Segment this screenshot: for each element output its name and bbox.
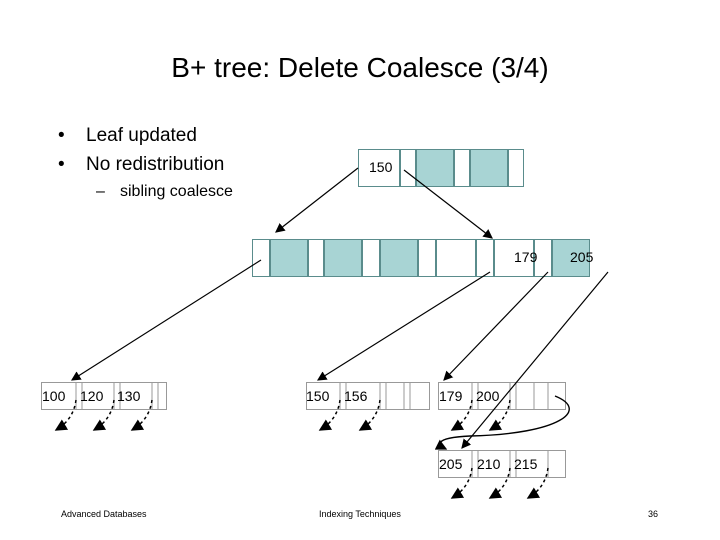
leaf-key: 130 — [117, 388, 141, 404]
root-node — [358, 149, 524, 187]
leaf-node — [438, 450, 566, 478]
leaf-node — [306, 382, 430, 410]
root-pointer-cell — [400, 149, 416, 187]
internal-key-cell — [270, 239, 308, 277]
internal-pointer-cell — [252, 239, 270, 277]
internal-key-cell — [436, 239, 476, 277]
leaf-cell-dividers — [75, 382, 549, 478]
bullet-dot: • — [58, 125, 65, 146]
internal-node — [252, 239, 590, 277]
leaf-node — [438, 382, 566, 410]
leaf-key: 215 — [514, 456, 538, 472]
root-pointer-cell — [454, 149, 470, 187]
bullet-dot: • — [58, 154, 65, 175]
bullet-no-redistribution: • No redistribution — [58, 154, 224, 176]
leaf-frame — [438, 450, 566, 478]
internal-key-cell — [552, 239, 590, 277]
root-pointer-cell — [508, 149, 524, 187]
leaf-key: 200 — [476, 388, 500, 404]
leaf-key: 150 — [306, 388, 330, 404]
root-left-pointer — [275, 167, 359, 233]
sub-bullet-sibling-coalesce: –sibling coalesce — [96, 183, 233, 201]
root-key-cell — [416, 149, 454, 187]
internal-pointer-cell — [476, 239, 494, 277]
slide-title: B+ tree: Delete Coalesce (3/4) — [171, 52, 549, 83]
internal-key-cell — [380, 239, 418, 277]
internal-key-cell — [324, 239, 362, 277]
leaf-frame — [41, 382, 167, 410]
leaf-frame — [438, 382, 566, 410]
internal-pointer-2 — [316, 271, 491, 381]
internal-pointer-cell — [418, 239, 436, 277]
internal-pointer-cell — [362, 239, 380, 277]
leaf-key: 120 — [80, 388, 104, 404]
sub-bullet-text: sibling coalesce — [120, 183, 233, 200]
bullet-leaf-updated: • Leaf updated — [58, 125, 197, 147]
root-right-pointer — [403, 169, 493, 239]
internal-key-cell — [494, 239, 534, 277]
leaf-key: 210 — [477, 456, 501, 472]
bullet-text: Leaf updated — [86, 125, 197, 146]
sub-bullet-dash: – — [96, 183, 105, 200]
internal-key: 179 — [514, 249, 538, 265]
internal-pointer-4 — [461, 271, 609, 449]
record-pointers — [54, 399, 549, 499]
leaf-key: 205 — [439, 456, 463, 472]
leaf-node — [41, 382, 167, 410]
internal-pointer-cell — [308, 239, 324, 277]
root-key-cell — [358, 149, 400, 187]
page-number: 36 — [648, 509, 659, 519]
leaf-key: 100 — [42, 388, 66, 404]
bullet-text: No redistribution — [86, 154, 225, 175]
root-key: 150 — [369, 159, 393, 175]
leaf-key: 179 — [439, 388, 463, 404]
leaf-key: 156 — [344, 388, 368, 404]
internal-pointer-3 — [443, 271, 549, 381]
sibling-link — [434, 395, 570, 450]
footer-course: Advanced Databases — [61, 509, 147, 519]
internal-pointer-1 — [70, 259, 262, 381]
root-key-cell — [470, 149, 508, 187]
internal-key: 205 — [570, 249, 594, 265]
leaf-frame — [306, 382, 430, 410]
footer-topic: Indexing Techniques — [319, 509, 401, 519]
